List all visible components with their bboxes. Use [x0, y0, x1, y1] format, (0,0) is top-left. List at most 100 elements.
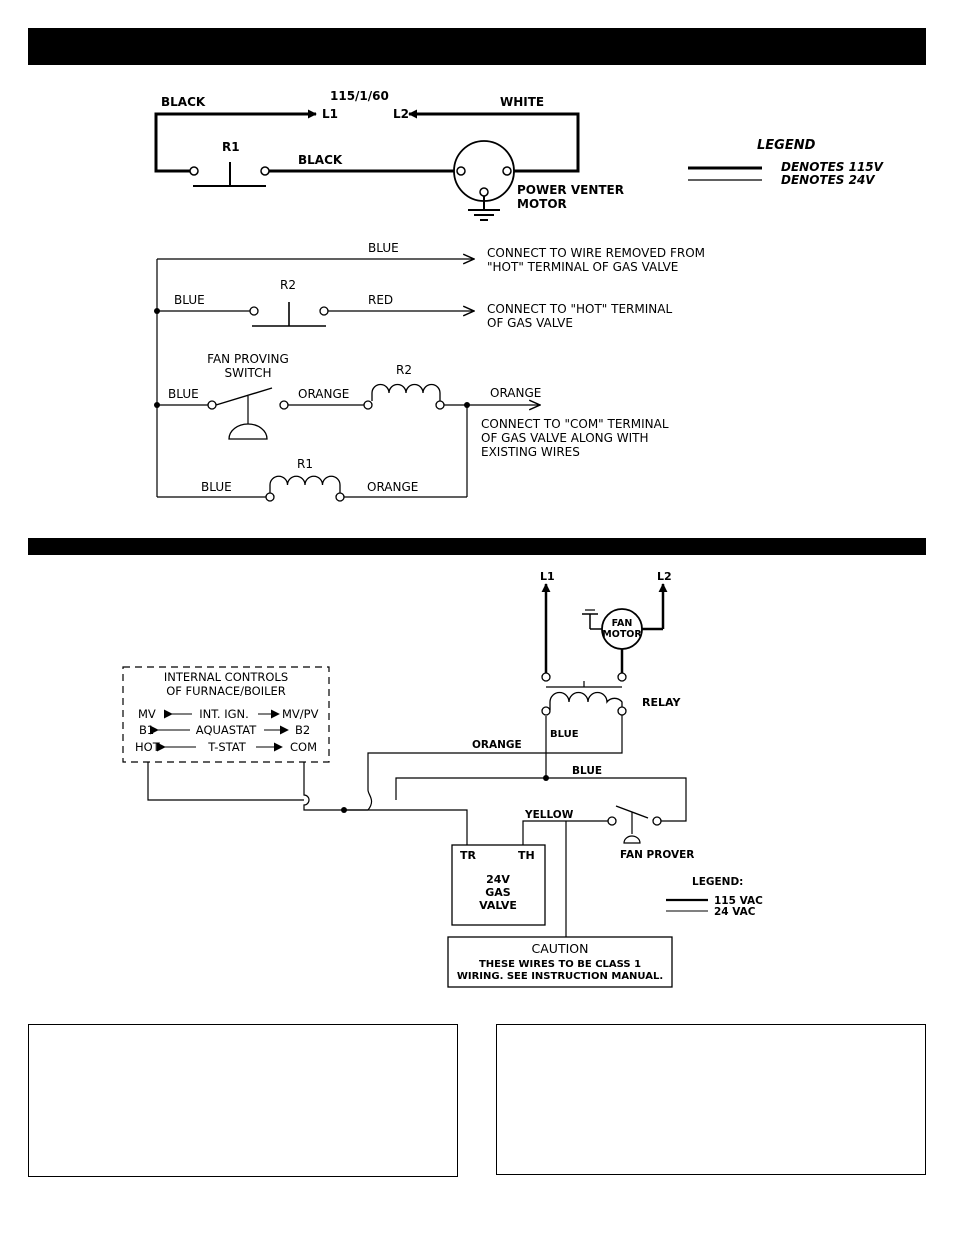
- connect3-line1: CONNECT TO "COM" TERMINAL: [481, 417, 669, 431]
- fan-proving-line1: FAN PROVING: [207, 352, 289, 366]
- relay-terminal-tl: [541, 672, 551, 682]
- connect1-line2: "HOT" TERMINAL OF GAS VALVE: [487, 260, 678, 274]
- fan-switch-contact-right: [279, 400, 289, 410]
- fan-motor: [601, 608, 643, 650]
- caution-line2: WIRING. SEE INSTRUCTION MANUAL.: [457, 971, 663, 982]
- notes-box-left: [28, 1024, 458, 1177]
- internal-controls-box: [122, 666, 330, 763]
- wire-com: [303, 762, 368, 811]
- wire-black-l1: [154, 109, 317, 173]
- fan-motor-line2: MOTOR: [602, 629, 642, 640]
- internal-line1: INTERNAL CONTROLS: [164, 670, 288, 684]
- r1-contact-right: [260, 166, 270, 176]
- diagram2: FAN MOTOR L1 L2 RELAY BLUE INTERNAL CONT…: [122, 570, 763, 988]
- fan-proving-line2: SWITCH: [224, 366, 271, 380]
- label-red: RED: [368, 293, 393, 307]
- connect1-line1: CONNECT TO WIRE REMOVED FROM: [487, 246, 705, 260]
- diagram1-control-circuit: [156, 259, 540, 498]
- connect3-line2: OF GAS VALVE ALONG WITH: [481, 431, 648, 445]
- junction-dot: [154, 402, 160, 408]
- r2-contact-left: [249, 306, 259, 316]
- row2-mid: AQUASTAT: [196, 723, 257, 737]
- connect3-line3: EXISTING WIRES: [481, 445, 580, 459]
- connect2-line2: OF GAS VALVE: [487, 316, 573, 330]
- label-blue-top: BLUE: [368, 241, 399, 255]
- label-black-mid: BLACK: [298, 153, 343, 167]
- r2-contact-right: [319, 306, 329, 316]
- internal-line2: OF FURNACE/BOILER: [166, 684, 286, 698]
- label-r2: R2: [280, 278, 296, 292]
- diagram1-power-circuit: BLACK 115/1/60 L1 L2 WHITE R1 BLACK POWE…: [154, 89, 624, 221]
- legend1-title: LEGEND: [757, 138, 816, 153]
- legend2-title: LEGEND:: [692, 876, 743, 888]
- label-l2-d2: L2: [657, 570, 672, 583]
- valve-line2: GAS: [485, 886, 511, 899]
- wire-tr: [344, 809, 468, 846]
- label-blue-relay: BLUE: [550, 729, 579, 740]
- gas-valve-box: [451, 844, 546, 926]
- label-l2: L2: [393, 107, 409, 121]
- connect2-line1: CONNECT TO "HOT" TERMINAL: [487, 302, 672, 316]
- diagram1-control-components: BLUE CONNECT TO WIRE REMOVED FROM "HOT" …: [154, 241, 705, 502]
- row3-left: HOT: [135, 740, 161, 754]
- row1-mid: INT. IGN.: [199, 707, 249, 721]
- r1-coil-terminal-left: [265, 492, 275, 502]
- valve-line1: 24V: [486, 873, 510, 886]
- fan-prover-contact-right: [652, 816, 662, 826]
- label-blue-bottom: BLUE: [201, 480, 232, 494]
- label-orange-bottom: ORANGE: [367, 480, 418, 494]
- label-supply: 115/1/60: [330, 89, 389, 103]
- label-blue: BLUE: [572, 765, 602, 777]
- junction-dot: [543, 775, 549, 781]
- label-r1-coil: R1: [297, 457, 313, 471]
- ground-icon: [468, 196, 500, 221]
- wire-white-l2: [408, 109, 580, 173]
- label-fan-prover: FAN PROVER: [620, 849, 694, 861]
- internal-arrows: [149, 709, 289, 752]
- label-black-top: BLACK: [161, 95, 206, 109]
- row1-right: MV/PV: [282, 707, 319, 721]
- diagram2-wires: [147, 715, 687, 937]
- row3-mid: T-STAT: [207, 740, 247, 754]
- row3-right: COM: [290, 740, 317, 754]
- label-relay: RELAY: [642, 696, 681, 709]
- label-l1: L1: [322, 107, 338, 121]
- label-motor-2: MOTOR: [517, 197, 567, 211]
- r1-coil-terminal-right: [335, 492, 345, 502]
- label-orange-out: ORANGE: [490, 386, 541, 400]
- label-r2-coil: R2: [396, 363, 412, 377]
- fan-switch-diaphragm: [228, 423, 268, 440]
- relay-terminal-tr: [617, 672, 627, 682]
- fan-switch-contact-left: [207, 400, 217, 410]
- fan-prover-diaphragm: [623, 835, 641, 844]
- row1-left: MV: [138, 707, 156, 721]
- junction-dot: [154, 308, 160, 314]
- label-motor-1: POWER VENTER: [517, 183, 624, 197]
- caution-box: [447, 936, 673, 988]
- relay-terminal-br: [617, 706, 627, 716]
- label-r1: R1: [222, 140, 240, 154]
- label-orange: ORANGE: [472, 739, 522, 751]
- ground-icon: [582, 609, 603, 630]
- section-header-bar-middle: [28, 538, 926, 555]
- legend2-115: 115 VAC: [714, 895, 763, 907]
- label-yellow: YELLOW: [524, 809, 574, 821]
- label-blue-r2: BLUE: [174, 293, 205, 307]
- r1-contact-left: [189, 166, 199, 176]
- fan-switch-blade: [215, 387, 273, 406]
- motor-terminal-left: [456, 166, 466, 176]
- wire-hot: [147, 762, 304, 801]
- r1-coil: [269, 475, 341, 493]
- legend-diagram1: LEGEND DENOTES 115V DENOTES 24V: [688, 138, 885, 187]
- motor-terminal-ground: [479, 187, 489, 197]
- legend2-24: 24 VAC: [714, 906, 756, 918]
- row2-right: B2: [295, 723, 310, 737]
- legend1-115: DENOTES 115V: [781, 160, 885, 174]
- label-blue-fan: BLUE: [168, 387, 199, 401]
- fan-motor-line1: FAN: [612, 618, 633, 629]
- wire-blue: [395, 777, 687, 822]
- caution-line1: THESE WIRES TO BE CLASS 1: [479, 959, 641, 970]
- wire-yellow: [522, 820, 608, 846]
- r2-coil-terminal-right: [435, 400, 445, 410]
- fan-prover-contact-left: [607, 816, 617, 826]
